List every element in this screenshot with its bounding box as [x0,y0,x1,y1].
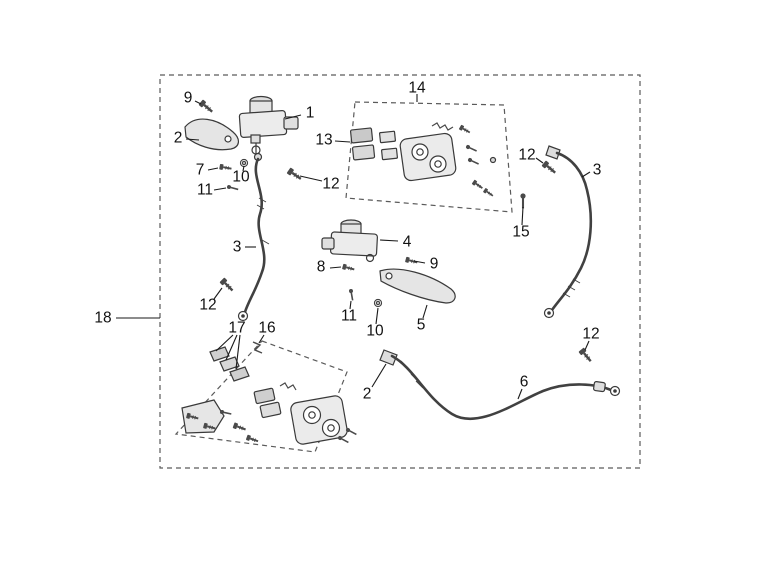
bolt-7 [218,162,233,173]
callout-18: 18 [94,310,111,327]
callout-3-left: 3 [233,239,242,256]
callout-10-upper: 10 [232,169,250,186]
callout-17: 17 [228,320,245,337]
caliper-body-lower [290,395,348,445]
callout-11-mid: 11 [341,308,357,325]
callout-2-lower: 2 [363,386,372,403]
callout-4: 4 [403,234,412,251]
caliper-detail-upper [349,122,497,199]
screw-12-b [540,159,559,177]
callout-16: 16 [258,320,275,337]
caliper-bracket [181,399,225,434]
callout-8: 8 [317,259,326,276]
bolt-9-upper [197,98,216,116]
caliper-body-upper [399,132,457,182]
screw-12-d [577,346,595,365]
pin-11-upper [225,183,240,193]
screw-12-a [285,166,305,183]
callout-2-upper: 2 [174,130,183,147]
rear-brake-lever [379,268,456,304]
callout-6: 6 [520,374,529,391]
callout-3-right: 3 [593,162,602,179]
callout-labels: 9 1 2 13 14 7 10 11 12 12 3 15 3 4 8 9 1… [94,80,601,403]
brake-hose-left [237,152,270,322]
caliper-detail-lower [181,341,359,446]
parts-illustration [181,95,621,446]
brake-hose-right [543,145,593,319]
screw-12-c [218,276,237,295]
front-brake-lever [184,118,239,151]
front-master-cylinder [238,95,299,158]
caliper-springs-pins [431,122,497,199]
nut-10-upper [239,158,249,168]
brake-hose-rear [379,349,621,421]
callout-1: 1 [306,105,315,122]
callout-12-c: 12 [199,297,216,314]
callout-15: 15 [512,224,529,241]
bolt-8 [340,262,356,274]
callout-9-mid: 9 [430,256,439,273]
callout-14: 14 [408,80,426,97]
spring-clip-16 [252,341,263,354]
leader-lines [116,94,591,400]
callout-7: 7 [196,162,205,179]
callout-12-b: 12 [518,147,535,164]
callout-9-upper: 9 [184,90,193,107]
callout-5: 5 [417,317,426,334]
detail-group-14-boundary [345,101,513,213]
rear-master-cylinder [321,219,378,263]
nut-10-mid [373,298,383,308]
callout-10-mid: 10 [366,323,384,340]
pin-11-mid [347,287,356,302]
callout-13: 13 [315,132,332,149]
brake-pads-17 [209,346,250,382]
pad-shims [379,130,398,161]
callout-12-a: 12 [322,176,339,193]
brake-pads-13 [349,127,376,161]
diagram-boundary [159,74,641,469]
pin-15 [519,192,527,210]
callout-12-d: 12 [582,326,599,343]
callout-11-upper: 11 [197,182,213,199]
